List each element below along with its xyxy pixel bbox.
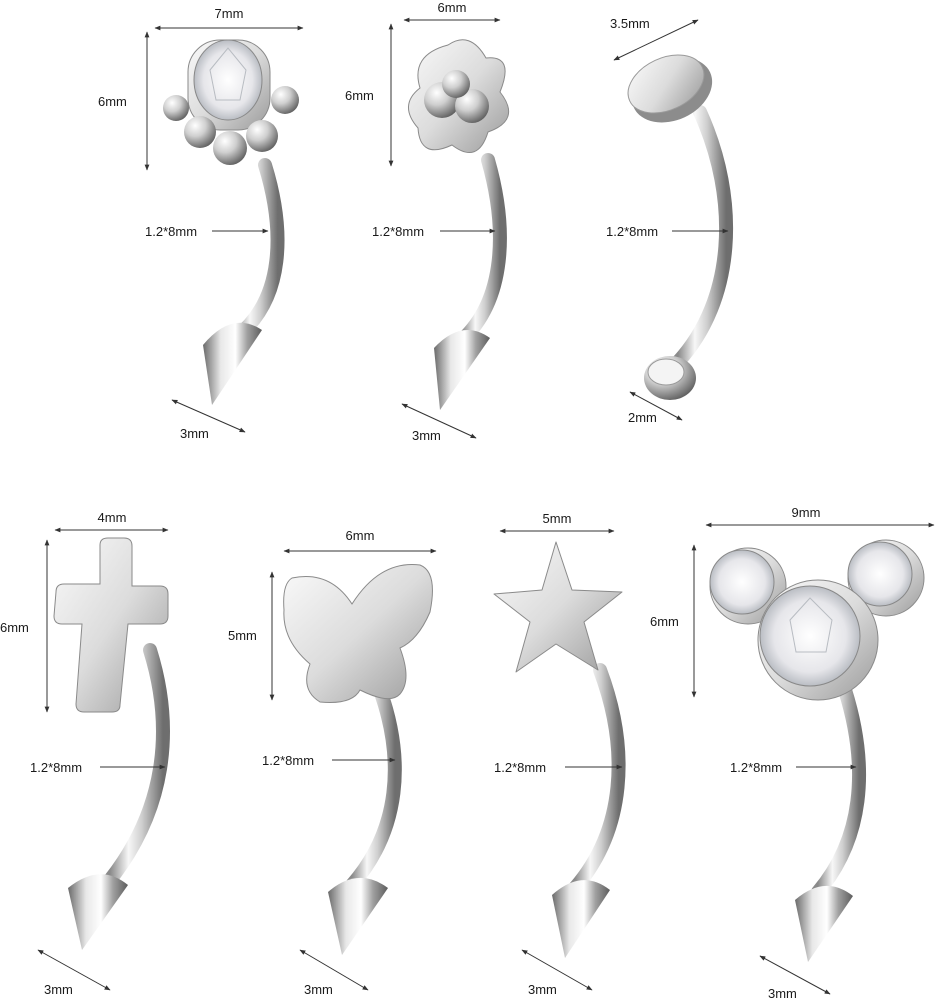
bar-size-label: 1.2*8mm — [494, 760, 546, 775]
head-width-label: 6mm — [438, 0, 467, 15]
face-gem — [759, 585, 861, 687]
item-butterfly: 6mm 5mm 1.2*8mm 3mm — [228, 528, 437, 997]
end-dimension-line — [37, 949, 111, 991]
head-height-label: 6mm — [650, 614, 679, 629]
bead — [271, 86, 299, 114]
head-width-label: 6mm — [346, 528, 375, 543]
end-size-label: 2mm — [628, 410, 657, 425]
curved-bar — [811, 683, 866, 899]
bar-size-label: 1.2*8mm — [262, 753, 314, 768]
curved-bar — [671, 105, 734, 369]
end-size-label: 3mm — [528, 982, 557, 997]
left-ear-gem — [709, 549, 775, 615]
head-width-label: 4mm — [98, 510, 127, 525]
curved-bar — [345, 683, 402, 892]
end-dimension-line — [629, 391, 683, 421]
end-dimension-line — [401, 403, 477, 439]
end-size-label: 3mm — [44, 982, 73, 997]
head-height-label: 6mm — [0, 620, 29, 635]
spike-end — [203, 322, 262, 405]
bead — [442, 70, 470, 98]
bar-size-label: 1.2*8mm — [30, 760, 82, 775]
spike-end — [68, 874, 128, 950]
curved-bar — [228, 158, 285, 345]
end-size-label: 3mm — [304, 982, 333, 997]
item-cross: 4mm 6mm 1.2*8mm 3mm — [0, 510, 170, 997]
bead — [455, 89, 489, 123]
item-crystal-paw: 7mm 6mm 1.2*8mm 3mm — [98, 6, 304, 441]
head-width-label: 7mm — [215, 6, 244, 21]
end-size-label: 3mm — [180, 426, 209, 441]
cross-head — [53, 537, 169, 713]
bead — [246, 120, 278, 152]
end-dimension-line — [171, 399, 246, 433]
star-head — [493, 541, 623, 673]
bar-size-label: 1.2*8mm — [730, 760, 782, 775]
bar-size-label: 1.2*8mm — [606, 224, 658, 239]
curved-bar — [568, 663, 626, 895]
end-dimension-line — [299, 949, 369, 991]
disc-head — [627, 54, 705, 114]
butterfly-head — [283, 563, 433, 703]
curved-bar — [455, 153, 507, 347]
head-width-label: 5mm — [543, 511, 572, 526]
head-height-label: 6mm — [345, 88, 374, 103]
bar-size-label: 1.2*8mm — [372, 224, 424, 239]
item-star: 5mm 1.2*8mm 3mm — [493, 511, 626, 997]
end-size-label: 3mm — [412, 428, 441, 443]
width-dimension-line — [613, 19, 699, 61]
bead — [184, 116, 216, 148]
spike-end — [795, 885, 853, 962]
spike-end — [328, 877, 388, 955]
end-dimension-line — [521, 949, 593, 991]
item-mouse-crystal: 9mm 6mm 1.2*8mm 3mm — [650, 505, 935, 1000]
item-flat-disc: 3.5mm 1.2*8mm 2mm — [606, 16, 734, 425]
bar-size-label: 1.2*8mm — [145, 224, 197, 239]
spike-end — [434, 330, 490, 410]
spike-end — [552, 880, 610, 958]
bead — [163, 95, 189, 121]
item-flower: 6mm 6mm 1.2*8mm 3mm — [345, 0, 510, 443]
end-size-label: 3mm — [768, 986, 797, 1000]
bead — [213, 131, 247, 165]
crystal-gem — [193, 39, 263, 121]
head-width-label: 9mm — [792, 505, 821, 520]
head-height-label: 5mm — [228, 628, 257, 643]
head-width-label: 3.5mm — [610, 16, 650, 31]
right-ear-gem — [847, 541, 913, 607]
end-dimension-line — [759, 955, 831, 995]
head-height-label: 6mm — [98, 94, 127, 109]
